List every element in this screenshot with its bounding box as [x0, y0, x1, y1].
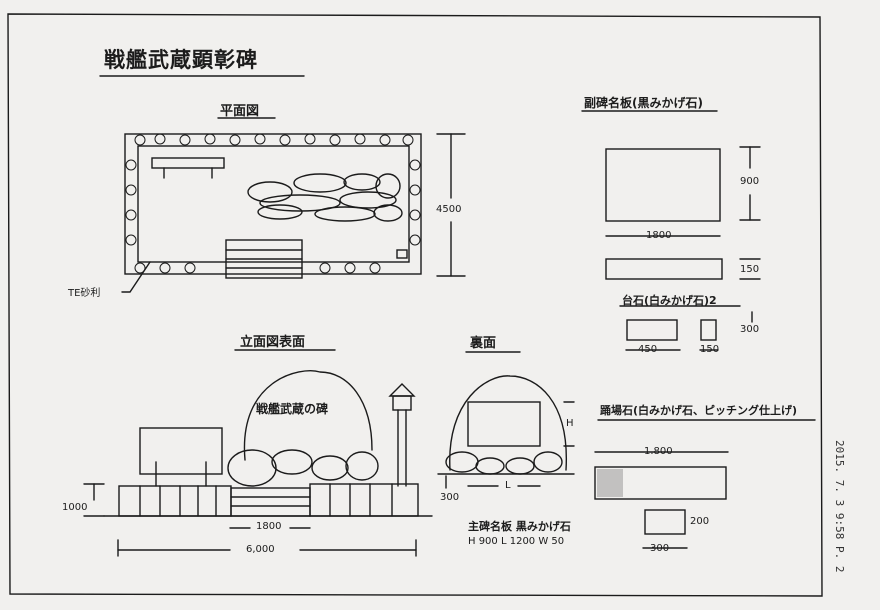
rear-elevation-label: 裏面: [470, 336, 497, 351]
rear-elevation: [437, 375, 575, 489]
pedestal-label: 台石(白みかげ石)2: [622, 294, 717, 307]
sub-plate-label: 副碑名板(黒みかげ石): [584, 96, 703, 110]
guide-stone-length-dimension: 1.800: [644, 446, 673, 457]
guide-stone-drawing: [594, 451, 729, 549]
gravel-note: TE砂利: [68, 288, 101, 299]
drawing-title: 戦艦武蔵顕彰碑: [104, 48, 258, 72]
sub-plate-thickness-dimension: 150: [740, 264, 760, 275]
elevation-step-dimension: 1800: [256, 521, 282, 532]
sub-plate-width-dimension: 1800: [646, 230, 672, 241]
sub-plate-drawing: [605, 146, 761, 280]
plan-view-label: 平面図: [220, 104, 260, 119]
rear-l-dimension: L: [505, 480, 511, 491]
sub-plate-height-dimension: 900: [740, 176, 760, 187]
main-plate-note-dims: H 900 L 1200 W 50: [468, 536, 565, 547]
pedestal-width-dimension: 150: [700, 344, 720, 355]
main-stone-inscription: 戦艦武蔵の碑: [256, 402, 329, 416]
elevation-width-dimension: 6,000: [246, 544, 275, 555]
pedestal-drawing: [625, 311, 753, 351]
pedestal-length-dimension: 450: [638, 344, 658, 355]
fax-timestamp: 2015. 7. 3 9:58 P. 2: [833, 440, 846, 573]
guide-stone-label: 踊場石(白みかげ石、ピッチング仕上げ): [600, 404, 798, 417]
elevation-height-dimension: 1000: [62, 502, 88, 513]
guide-stone-height-dimension: 200: [690, 516, 710, 527]
pedestal-height-dimension: 300: [740, 324, 760, 335]
main-plate-note-title: 主碑名板 黒みかげ石: [468, 520, 571, 533]
drawing-border: [7, 13, 823, 597]
guide-stone-width-dimension: 300: [650, 543, 670, 554]
front-elevation: [83, 370, 433, 557]
rear-base-dimension: 300: [440, 492, 460, 503]
plan-depth-dimension: 4500: [436, 204, 462, 215]
guide-stone-texture: [597, 469, 623, 497]
plan-view: [121, 133, 466, 293]
plan-perimeter-stones: [125, 133, 421, 274]
rear-h-dimension: H: [566, 418, 574, 429]
front-elevation-label: 立面図表面: [240, 335, 306, 350]
